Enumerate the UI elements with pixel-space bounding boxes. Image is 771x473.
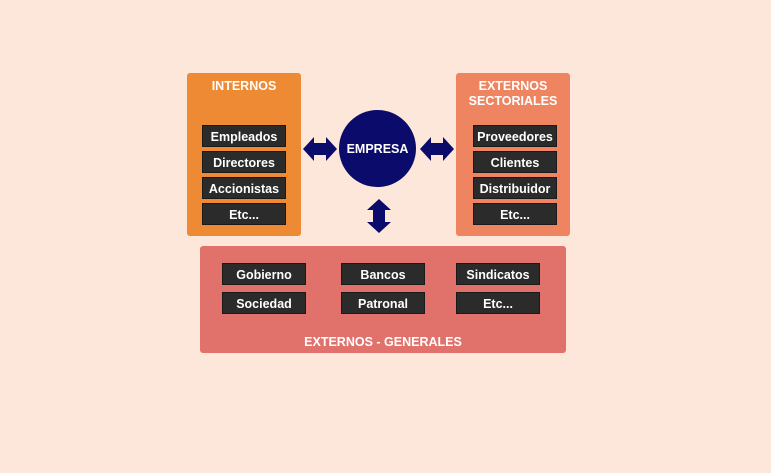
sectoriales-panel: EXTERNOS SECTORIALES Proveedores Cliente… (456, 73, 570, 236)
generales-item-etc: Etc... (456, 292, 540, 314)
internos-title: INTERNOS (211, 79, 277, 93)
generales-item-sociedad: Sociedad (222, 292, 306, 314)
internos-item-directores: Directores (202, 151, 286, 173)
sectoriales-title-line2: SECTORIALES (468, 94, 558, 108)
generales-title: EXTERNOS - GENERALES (304, 335, 462, 349)
sectoriales-item-clientes: Clientes (473, 151, 557, 173)
empresa-circle: EMPRESA (339, 110, 416, 187)
generales-item-sindicatos: Sindicatos (456, 263, 540, 285)
sectoriales-item-distribuidor: Distribuidor (473, 177, 557, 199)
sectoriales-title-line1: EXTERNOS (478, 79, 548, 93)
double-arrow-right-icon (420, 137, 454, 161)
generales-item-bancos: Bancos (341, 263, 425, 285)
internos-item-etc: Etc... (202, 203, 286, 225)
double-arrow-left-icon (303, 137, 337, 161)
generales-panel: Gobierno Bancos Sindicatos Sociedad Patr… (200, 246, 566, 353)
sectoriales-item-proveedores: Proveedores (473, 125, 557, 147)
internos-item-accionistas: Accionistas (202, 177, 286, 199)
generales-item-patronal: Patronal (341, 292, 425, 314)
internos-item-empleados: Empleados (202, 125, 286, 147)
empresa-label: EMPRESA (346, 141, 409, 156)
double-arrow-vertical-icon (367, 199, 391, 233)
generales-item-gobierno: Gobierno (222, 263, 306, 285)
internos-panel: INTERNOS Empleados Directores Accionista… (187, 73, 301, 236)
sectoriales-item-etc: Etc... (473, 203, 557, 225)
